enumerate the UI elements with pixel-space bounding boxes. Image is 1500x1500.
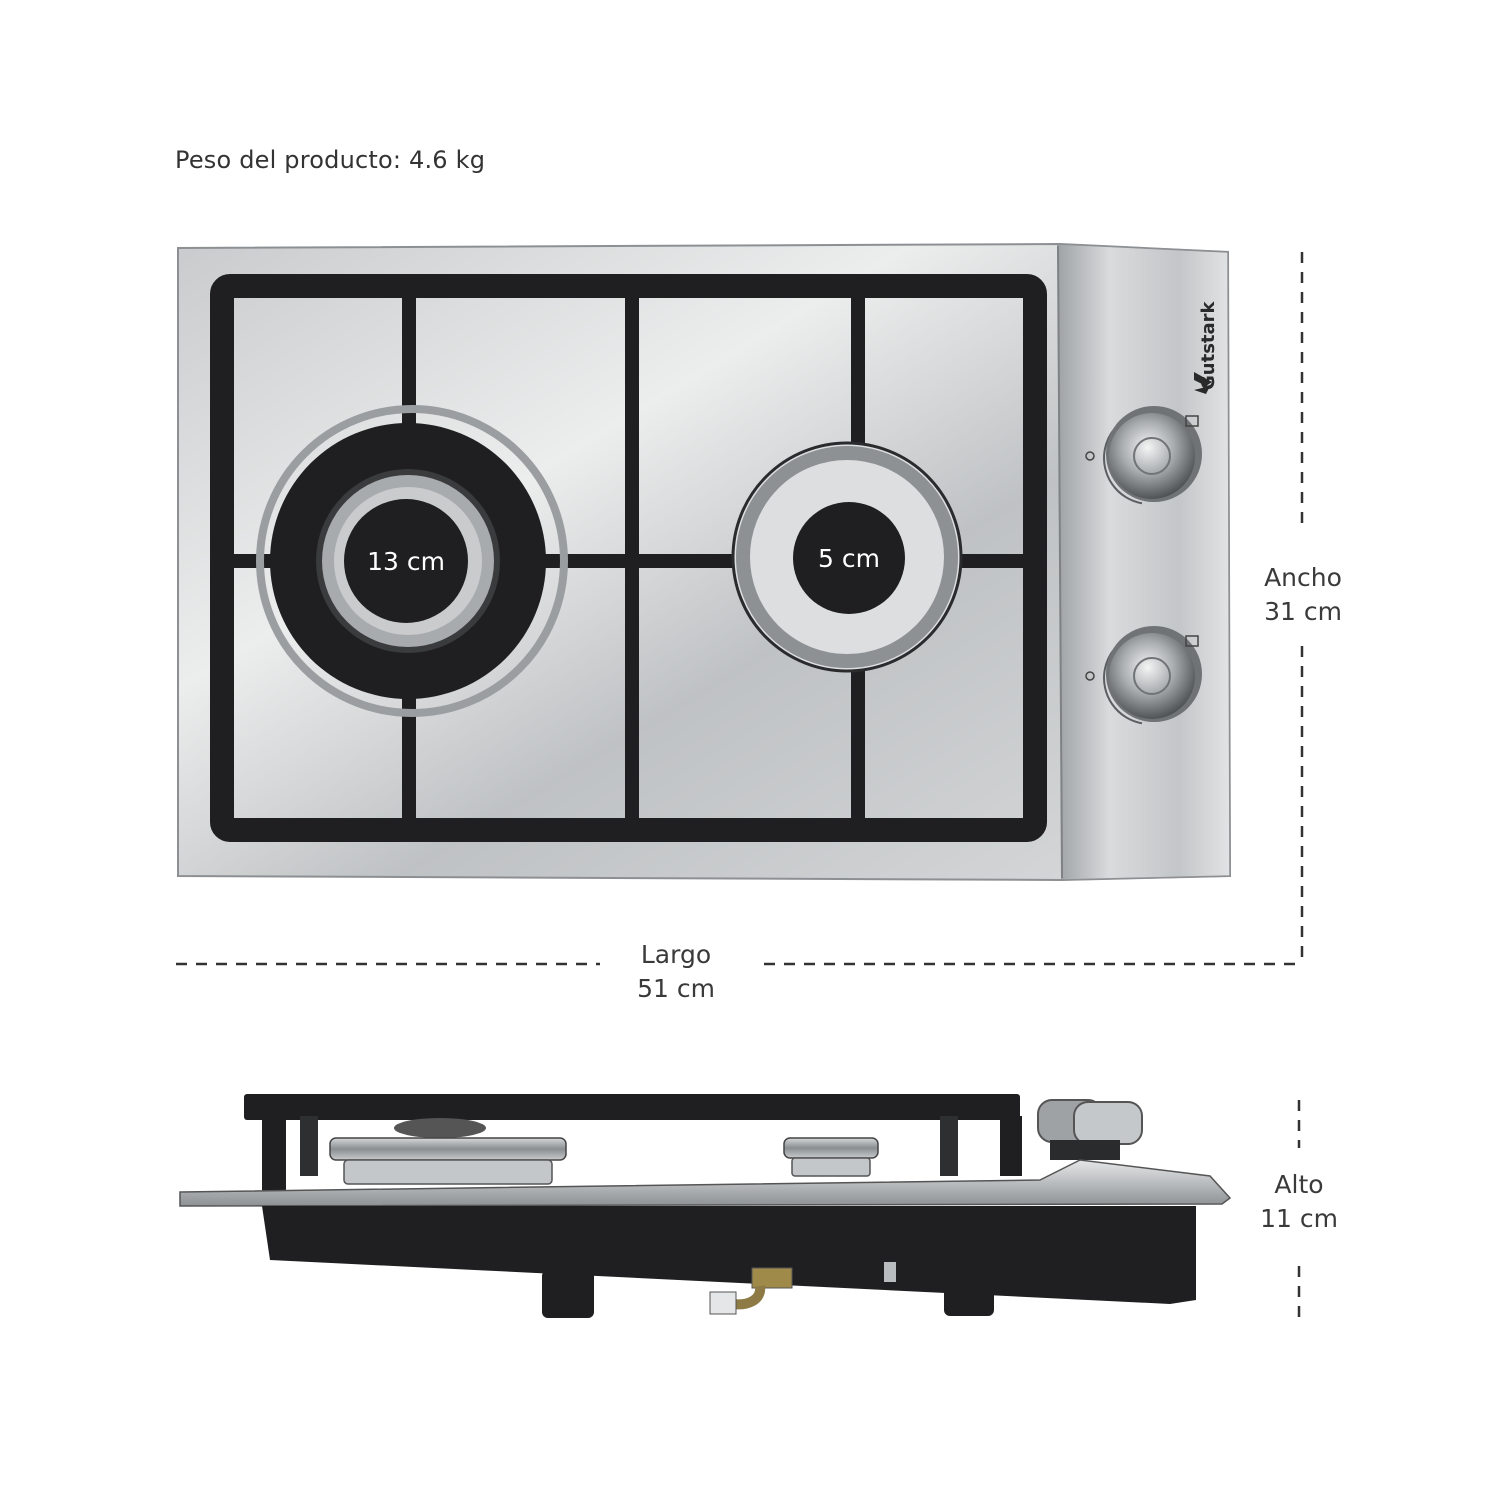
large-burner [256, 405, 568, 717]
width-dimension: Ancho 31 cm [1238, 561, 1368, 629]
small-burner [731, 441, 963, 673]
pan-grate [210, 274, 1047, 842]
small-burner-size: 5 cm [818, 544, 880, 573]
length-dimension: Largo 51 cm [611, 938, 741, 1006]
brand-logo: Gutstark [1198, 300, 1219, 390]
height-label: Alto [1274, 1170, 1324, 1199]
control-knob-2[interactable] [1085, 625, 1203, 732]
cooktop-side-view [179, 1094, 1232, 1318]
large-burner-size: 13 cm [367, 547, 445, 576]
length-value: 51 cm [637, 974, 715, 1003]
brand-name: Gutstark [1198, 300, 1219, 390]
dimension-lines [176, 252, 1304, 1324]
width-value: 31 cm [1264, 597, 1342, 626]
control-knob-1[interactable] [1085, 405, 1203, 512]
height-dimension: Alto 11 cm [1234, 1168, 1364, 1236]
height-value: 11 cm [1260, 1204, 1338, 1233]
product-weight: Peso del producto: 4.6 kg [175, 146, 486, 174]
brand-mark-icon [1194, 372, 1212, 394]
length-label: Largo [640, 940, 712, 969]
width-label: Ancho [1264, 563, 1342, 592]
